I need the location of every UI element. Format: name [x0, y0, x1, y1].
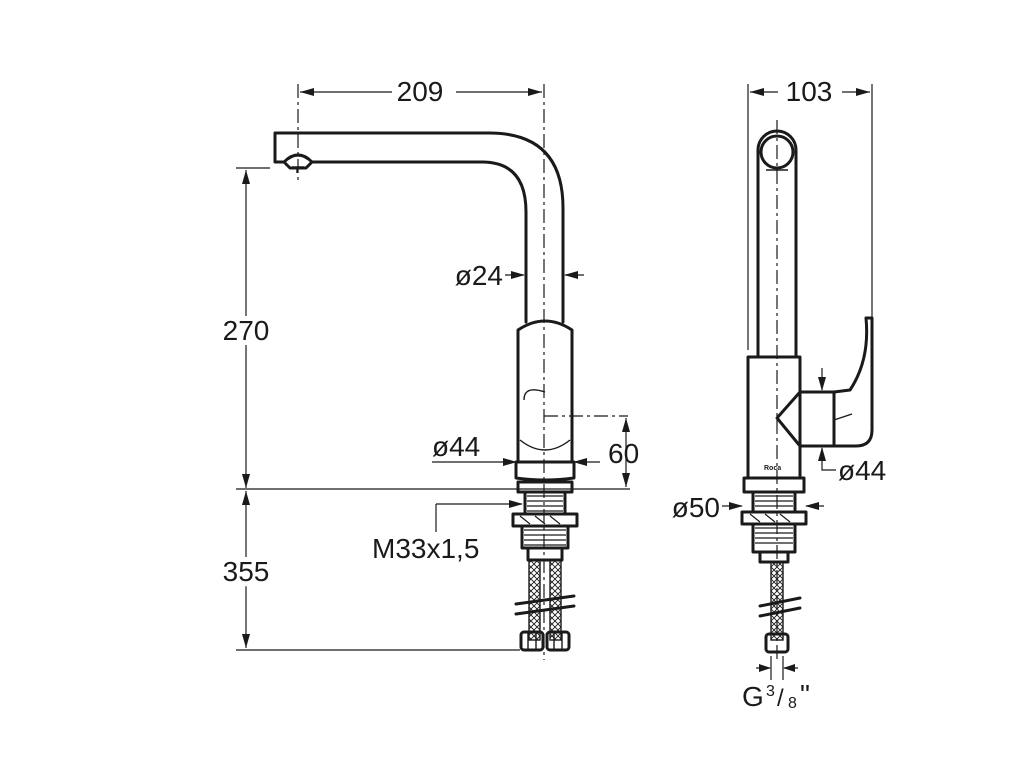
dim-spout-reach: 209	[397, 76, 444, 107]
flex-hoses	[514, 559, 576, 652]
dim-spout-height: 270	[223, 315, 270, 346]
dim-side-width: 103	[786, 76, 833, 107]
dim-below-deck: 355	[223, 556, 270, 587]
svg-text:/: /	[777, 685, 784, 712]
dim-base-diameter: ø50	[672, 492, 720, 523]
front-view: 209 ø24 270 ø44 60 M33x1,5	[218, 76, 639, 660]
dim-lever-height: 60	[608, 438, 639, 469]
threaded-shank	[511, 490, 579, 562]
dim-thread: M33x1,5	[372, 533, 479, 564]
svg-text:": "	[800, 679, 810, 710]
lever-handle	[775, 390, 836, 448]
svg-text:G: G	[742, 681, 764, 712]
mixer-body-side	[746, 355, 802, 480]
aerator-outlet	[282, 153, 314, 170]
svg-text:3: 3	[766, 683, 775, 700]
dim-hose-connection: G 3 / 8 "	[742, 679, 810, 712]
side-view: Roca 103 ø44	[672, 76, 887, 712]
dim-body-diameter: ø44	[432, 431, 480, 462]
dim-lever-diameter: ø44	[838, 455, 886, 486]
spout-outline	[273, 131, 565, 324]
dim-spout-diameter: ø24	[455, 260, 503, 291]
threaded-shank-side	[740, 490, 808, 564]
brand-logo: Roca	[764, 465, 781, 472]
mixer-body	[516, 319, 574, 464]
svg-text:8: 8	[788, 695, 797, 712]
